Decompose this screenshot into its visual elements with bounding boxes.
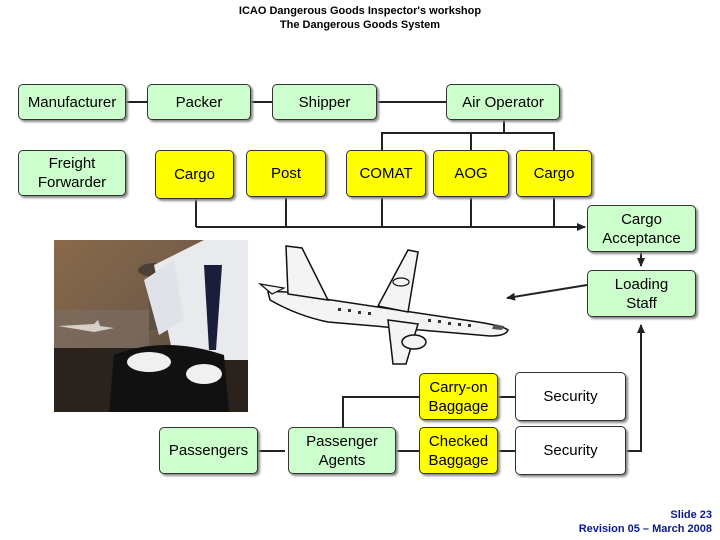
header-line-2: The Dangerous Goods System — [279, 19, 441, 31]
passenger-agents-label-line-2: Agents — [318, 451, 366, 469]
freight-forwarder-label-line-2: Forwarder — [37, 174, 107, 191]
packer-label: Packer — [175, 93, 223, 111]
air-operator-box: Air Operator — [446, 84, 560, 120]
loading-to-aircraft-connector — [506, 284, 588, 301]
cargo-label-1: Cargo — [174, 166, 215, 183]
passenger-agents-label-line-1: Passenger — [306, 432, 378, 450]
baggage-flow-connectors — [258, 324, 645, 452]
freight-forwarder-box: Freight Forwarder — [18, 150, 126, 196]
carry-on-baggage-box: Carry-on Baggage — [419, 373, 498, 420]
top-row-connectors — [126, 101, 555, 150]
shipper-label: Shipper — [298, 93, 351, 111]
carry-on-baggage-label-line-2: Baggage — [428, 397, 489, 415]
post-box: Post — [246, 150, 326, 197]
loading-staff-label-line-1: Loading — [614, 275, 669, 293]
comat-box: COMAT — [346, 150, 426, 197]
cargo-box-1: Cargo — [155, 150, 234, 199]
security-box-1: Security — [515, 372, 626, 421]
cargo-acceptance-label-line-1: Cargo — [621, 210, 662, 228]
checked-baggage-label-line-1: Checked — [428, 432, 489, 450]
post-label: Post — [270, 165, 301, 182]
loading-staff-box: Loading Staff — [587, 270, 696, 317]
inspector-photo — [54, 240, 248, 412]
security-label-1: Security — [543, 388, 598, 405]
passengers-box: Passengers — [159, 427, 258, 474]
comat-label: COMAT — [359, 165, 413, 182]
passengers-label: Passengers — [168, 442, 249, 459]
checked-baggage-box: Checked Baggage — [419, 427, 498, 474]
revision-date: Revision 05 – March 2008 — [578, 523, 712, 535]
carry-on-baggage-label-line-1: Carry-on — [429, 378, 488, 396]
cargo-to-acceptance-connectors — [195, 197, 586, 231]
slide-number: Slide 23 — [670, 509, 712, 521]
manufacturer-box: Manufacturer — [18, 84, 126, 120]
shipper-box: Shipper — [272, 84, 377, 120]
air-operator-label: Air Operator — [462, 93, 544, 111]
freight-forwarder-label-line-1: Freight — [48, 155, 96, 172]
cargo-box-2: Cargo — [516, 150, 592, 197]
checked-baggage-label-line-2: Baggage — [428, 451, 489, 469]
aog-box: AOG — [433, 150, 509, 197]
packer-box: Packer — [147, 84, 251, 120]
manufacturer-label: Manufacturer — [27, 93, 117, 111]
security-label-2: Security — [543, 442, 598, 459]
loading-staff-label-line-2: Staff — [626, 294, 657, 312]
passenger-agents-box: Passenger Agents — [288, 427, 396, 474]
header-line-1: ICAO Dangerous Goods Inspector's worksho… — [238, 5, 482, 17]
cargo-label-2: Cargo — [533, 165, 575, 182]
security-box-2: Security — [515, 426, 626, 475]
aircraft-illustration — [258, 245, 509, 365]
cargo-acceptance-box: Cargo Acceptance — [587, 205, 696, 252]
aog-label: AOG — [454, 165, 488, 182]
cargo-acceptance-label-line-2: Acceptance — [602, 229, 681, 247]
